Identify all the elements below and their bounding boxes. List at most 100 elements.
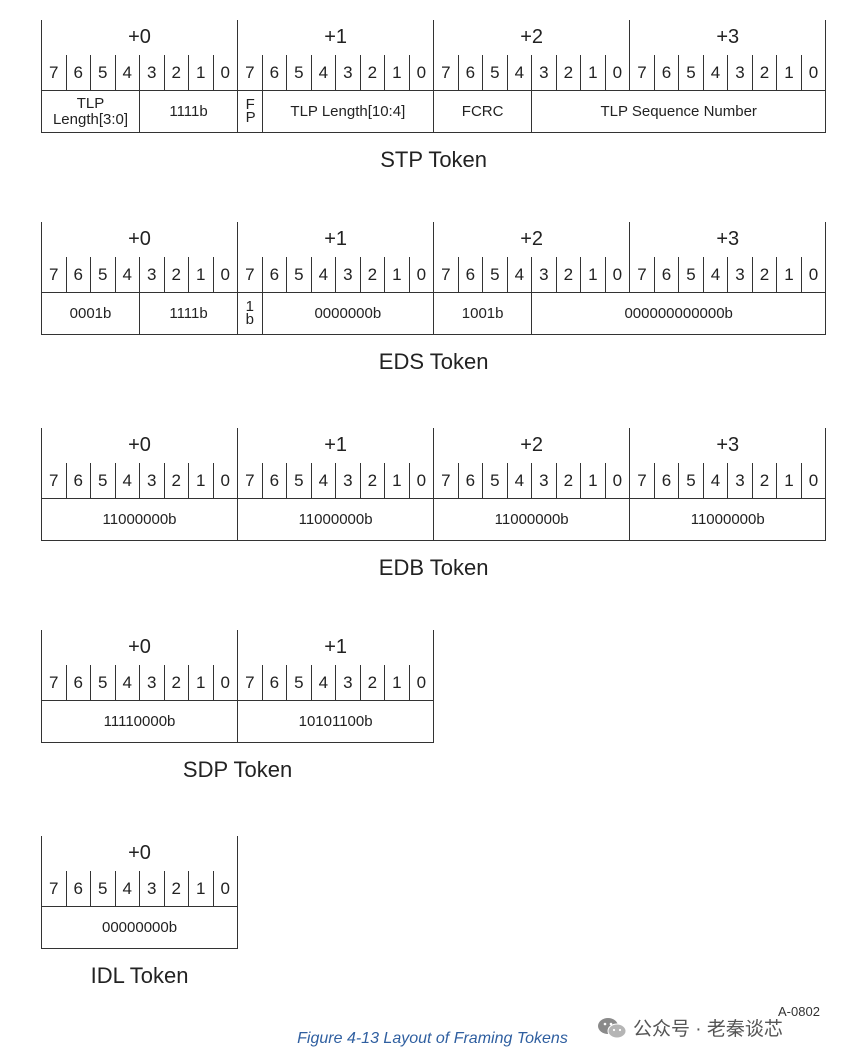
bit-number: 5 (286, 665, 312, 701)
field-cell: TLP Length[3:0] (41, 90, 140, 133)
bit-number: 5 (482, 257, 508, 293)
bit-number: 0 (604, 463, 631, 499)
bit-number: 1 (384, 463, 410, 499)
bit-number: 6 (457, 55, 484, 91)
field-label: 000000000000b (624, 304, 733, 322)
bit-number: 5 (90, 871, 116, 907)
byte-offset-label: +0 (40, 836, 239, 871)
byte-offset-label: +3 (629, 222, 827, 257)
bit-number: 6 (65, 55, 91, 91)
bit-number: 1 (188, 463, 214, 499)
bit-number: 4 (310, 257, 337, 293)
byte-offset-label: +3 (629, 20, 827, 55)
bit-number: 7 (629, 55, 655, 91)
bit-number: 3 (139, 257, 165, 293)
figure-reference-code: A-0802 (778, 1004, 820, 1019)
bit-number: 7 (629, 463, 655, 499)
bit-number: 6 (457, 257, 484, 293)
bit-number: 1 (384, 257, 410, 293)
bit-number: 0 (604, 257, 631, 293)
bit-number: 2 (751, 463, 778, 499)
bit-number: 5 (90, 257, 116, 293)
bit-number: 3 (727, 463, 753, 499)
field-cell: FCRC (433, 90, 533, 133)
bit-number: 0 (800, 55, 827, 91)
bit-number: 4 (702, 55, 729, 91)
field-label: 0001b (69, 304, 112, 322)
byte-offset-label: +2 (433, 20, 631, 55)
bit-number: 0 (800, 257, 827, 293)
bit-number: 7 (41, 257, 67, 293)
bit-number: 7 (41, 55, 67, 91)
bit-number: 4 (114, 871, 140, 907)
bit-number: 5 (678, 463, 704, 499)
field-label: 1001b (461, 304, 504, 322)
bit-number: 0 (604, 55, 631, 91)
byte-offset-label: +1 (237, 222, 435, 257)
bit-number: 4 (310, 463, 337, 499)
bit-number: 1 (776, 463, 802, 499)
bit-number: 1 (188, 871, 214, 907)
bit-number: 6 (653, 257, 680, 293)
field-label: 11000000b (298, 510, 373, 528)
bit-number: 5 (90, 463, 116, 499)
bit-number: 3 (139, 463, 165, 499)
bit-number: 0 (800, 463, 827, 499)
field-cell: 0001b (41, 292, 140, 335)
bit-number: 5 (286, 257, 312, 293)
byte-offset-label: +1 (237, 20, 435, 55)
token-title: EDB Token (378, 555, 489, 580)
bit-number: 6 (457, 463, 484, 499)
bit-number: 6 (261, 257, 288, 293)
bit-number: 0 (408, 55, 435, 91)
bit-number: 3 (335, 463, 361, 499)
field-cell: 11000000b (629, 498, 827, 541)
bit-number: 7 (433, 463, 459, 499)
field-cell: 000000000000b (531, 292, 827, 335)
field-label: FP (245, 95, 256, 126)
bit-number: 7 (237, 55, 263, 91)
bit-number: 2 (359, 665, 386, 701)
bit-number: 3 (727, 257, 753, 293)
bit-number: 3 (139, 665, 165, 701)
bit-number: 1 (188, 55, 214, 91)
bit-number: 4 (702, 257, 729, 293)
bit-number: 7 (41, 665, 67, 701)
bit-number: 3 (139, 871, 165, 907)
field-cell: 00000000b (40, 906, 239, 949)
bit-number: 3 (531, 55, 557, 91)
bit-number: 2 (751, 55, 778, 91)
bit-number: 0 (212, 257, 239, 293)
bit-number: 4 (506, 257, 533, 293)
bit-number: 2 (163, 871, 189, 907)
bit-number: 0 (212, 871, 239, 907)
bit-number: 1 (776, 257, 802, 293)
bit-number: 1 (188, 665, 214, 701)
bit-number: 6 (261, 55, 288, 91)
bit-number: 7 (41, 871, 67, 907)
bit-number: 2 (555, 463, 582, 499)
bit-number: 0 (212, 55, 239, 91)
bit-number: 7 (237, 665, 263, 701)
bit-number: 4 (310, 665, 337, 701)
field-label: 1111b (169, 304, 208, 322)
field-label: TLP Sequence Number (600, 102, 757, 120)
field-cell: 11000000b (40, 498, 239, 541)
bit-number: 5 (286, 463, 312, 499)
bit-number: 7 (433, 55, 459, 91)
bit-number: 5 (90, 665, 116, 701)
bit-number: 1 (384, 665, 410, 701)
bit-number: 5 (678, 257, 704, 293)
bit-number: 5 (482, 463, 508, 499)
bit-number: 4 (114, 257, 140, 293)
field-cell: 11000000b (433, 498, 631, 541)
bit-number: 2 (359, 463, 386, 499)
bit-number: 0 (408, 665, 435, 701)
byte-offset-label: +1 (237, 630, 435, 665)
bit-number: 6 (65, 871, 91, 907)
field-label: FCRC (461, 102, 504, 120)
